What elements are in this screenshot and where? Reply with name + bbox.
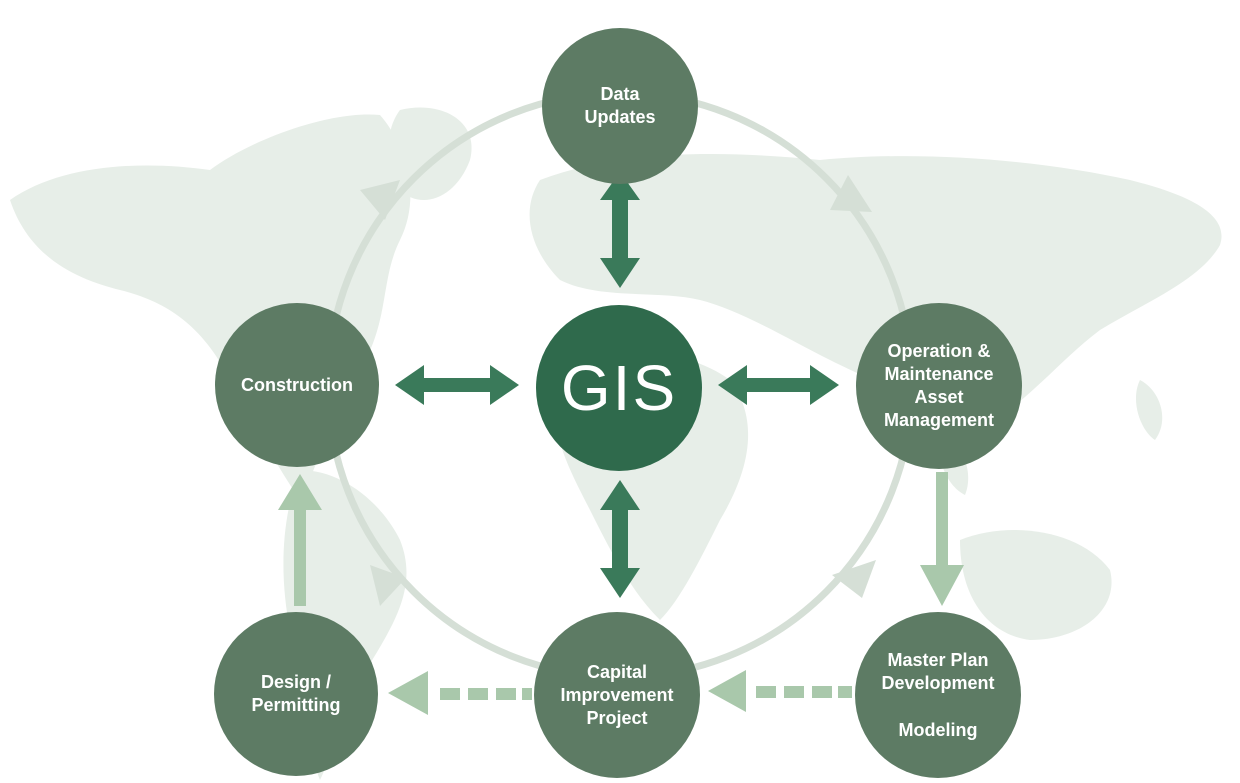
node-data-updates: Data Updates [542, 28, 698, 184]
node-operation-line-1: Operation & [887, 341, 991, 361]
dashed-arrow-capital-design [388, 671, 532, 715]
arrow-operation-master-plan [920, 472, 964, 606]
node-data-updates-line-2: Updates [584, 107, 656, 127]
dashed-arrow-master-plan-capital [708, 670, 852, 712]
ring-chevron-bottom-right [832, 560, 876, 598]
node-master-line-2: Development [881, 672, 995, 693]
ring-chevron-bottom-left [370, 565, 406, 606]
ring-chevron-top-left [360, 180, 400, 220]
node-capital-line-3: Project [586, 707, 648, 728]
node-gis-center: GIS [536, 305, 702, 471]
node-data-updates-line-1: Data [600, 84, 640, 104]
node-construction-line-1: Construction [241, 374, 353, 395]
node-operation-line-2: Maintenance [884, 364, 994, 384]
ring-chevron-top-right [830, 175, 872, 212]
node-operation-maintenance: Operation & Maintenance Asset Management [856, 303, 1022, 469]
node-operation-line-4: Management [883, 410, 995, 430]
node-gis-label: GIS [560, 351, 678, 424]
arrow-gis-operation [718, 365, 839, 405]
node-capital-improvement: Capital Improvement Project [534, 612, 700, 778]
arrow-design-construction [278, 474, 322, 606]
arrow-gis-construction [395, 365, 519, 405]
node-capital-line-1: Capital [586, 661, 647, 682]
node-design-line-1: Design / [260, 672, 331, 692]
node-design-line-2: Permitting [251, 695, 341, 715]
arrow-gis-capital [600, 480, 640, 598]
node-master-plan: Master Plan Development Modeling [855, 612, 1021, 778]
arrow-gis-data-updates [600, 172, 640, 288]
node-operation-line-3: Asset [914, 387, 964, 407]
node-master-line-1: Master Plan [887, 649, 989, 670]
node-capital-line-2: Improvement [560, 684, 674, 705]
node-design-permitting: Design / Permitting [214, 612, 378, 776]
node-master-line-3: Modeling [898, 719, 978, 740]
node-construction: Construction [215, 303, 379, 467]
